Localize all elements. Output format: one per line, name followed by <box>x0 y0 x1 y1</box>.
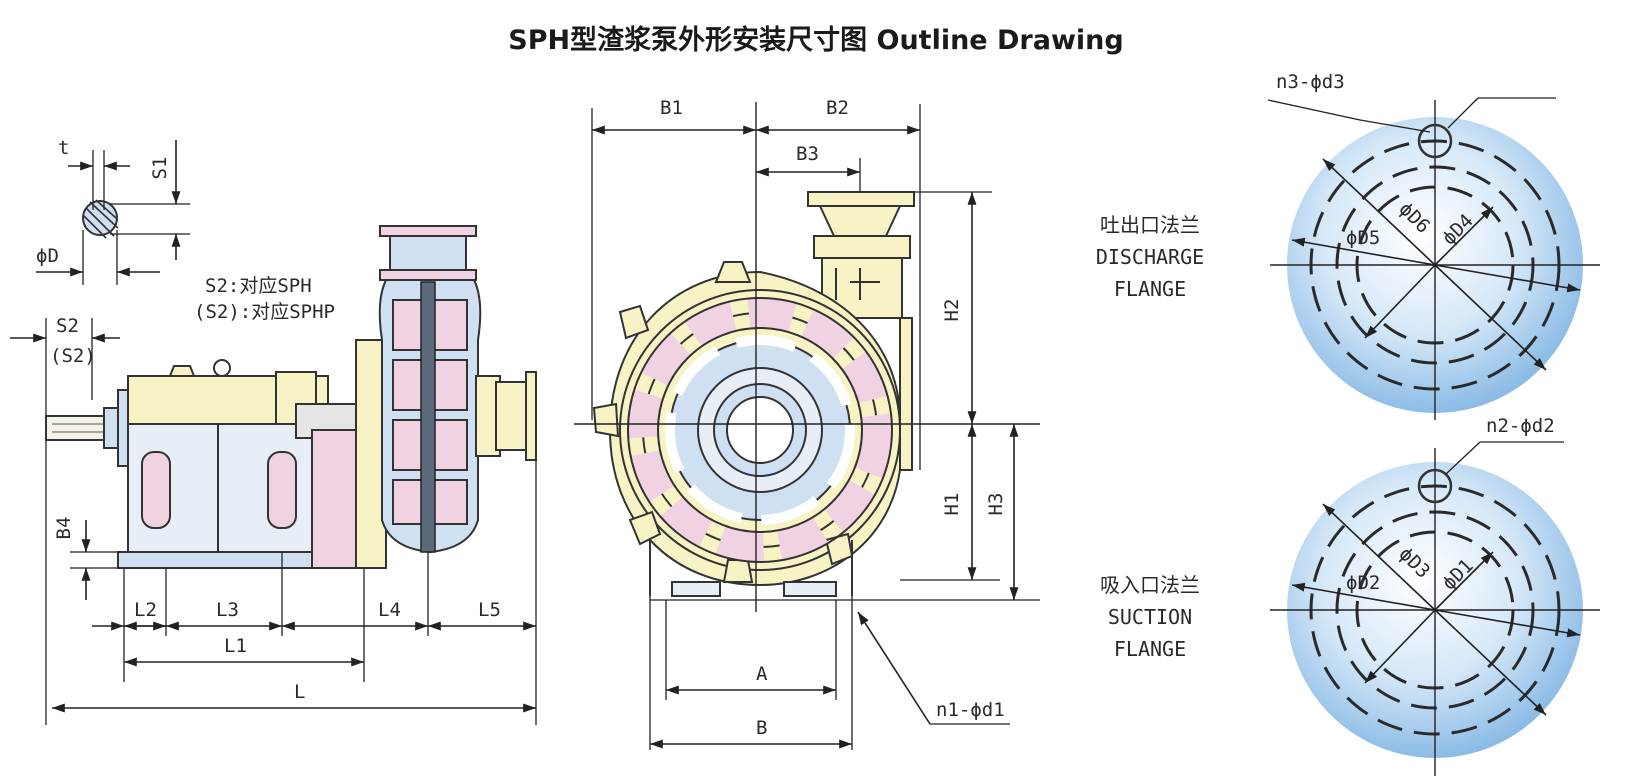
s1-label: S1 <box>149 157 171 180</box>
suction-d2-label: ϕD2 <box>1346 572 1380 594</box>
discharge-label-en-1: DISCHARGE <box>1096 245 1204 269</box>
discharge-flange <box>807 191 915 207</box>
discharge-label-cn: 吐出口法兰 <box>1100 213 1200 237</box>
suction-bolt-label: n2-ϕd2 <box>1486 415 1555 437</box>
h2-label: H2 <box>941 299 963 322</box>
front-view: B1 B2 B3 H2 H1 H3 A B n1-ϕd1 <box>574 97 1040 750</box>
l-label: L <box>294 681 305 703</box>
l4-label: L4 <box>378 599 401 621</box>
discharge-bolt-hole <box>1417 123 1453 159</box>
pump-casing-side <box>378 225 537 554</box>
discharge-flange-view: 吐出口法兰 DISCHARGE FLANGE ϕD6 ϕD5 ϕD4 n3-ϕd… <box>1096 71 1600 420</box>
discharge-label-en-2: FLANGE <box>1114 277 1186 301</box>
h3-label: H3 <box>985 493 1007 516</box>
shaft <box>45 415 109 441</box>
s2-label: S2 <box>56 315 79 337</box>
h1-label: H1 <box>941 493 963 516</box>
drawing-title: SPH型渣浆泵外形安装尺寸图 Outline Drawing <box>508 25 1124 56</box>
suction-bolt-hole <box>1417 468 1453 504</box>
s2-paren-label: (S2) <box>50 345 96 367</box>
b-label: B <box>756 717 767 739</box>
discharge-bolt-label: n3-ϕd3 <box>1276 71 1345 93</box>
l5-label: L5 <box>478 599 501 621</box>
l2-label: L2 <box>134 599 157 621</box>
lifting-eye <box>213 359 231 377</box>
base-plate <box>117 551 317 569</box>
t-label: t <box>58 137 69 159</box>
n1-d1-label: n1-ϕd1 <box>936 699 1005 721</box>
b4-label: B4 <box>53 517 75 540</box>
suction-flange-view: 吸入口法兰 SUCTION FLANGE ϕD3 ϕD2 ϕD1 n2-ϕd2 <box>1100 415 1600 776</box>
a-label: A <box>756 663 768 685</box>
side-view: t S1 ϕD S2:对应SPH (S2):对应SPHP S2 (S2) <box>10 137 537 725</box>
suction-label-en-1: SUCTION <box>1108 605 1192 629</box>
b1-label: B1 <box>660 97 683 119</box>
bearing-assembly <box>117 359 357 569</box>
b3-label: B3 <box>796 143 819 165</box>
s2-note-sphp: (S2):对应SPHP <box>194 301 335 323</box>
phi-d-label: ϕD <box>36 245 59 267</box>
b2-label: B2 <box>826 97 849 119</box>
casing-segments <box>627 297 893 563</box>
l3-label: L3 <box>216 599 239 621</box>
l1-label: L1 <box>224 635 247 657</box>
frame-adapter <box>311 429 361 569</box>
discharge-d5-label: ϕD5 <box>1346 227 1380 249</box>
suction-label-en-2: FLANGE <box>1114 637 1186 661</box>
suction-label-cn: 吸入口法兰 <box>1100 573 1200 597</box>
s2-note-sph: S2:对应SPH <box>205 275 312 297</box>
shaft-section <box>82 200 118 236</box>
shaft-key-detail: t S1 ϕD <box>36 137 190 285</box>
